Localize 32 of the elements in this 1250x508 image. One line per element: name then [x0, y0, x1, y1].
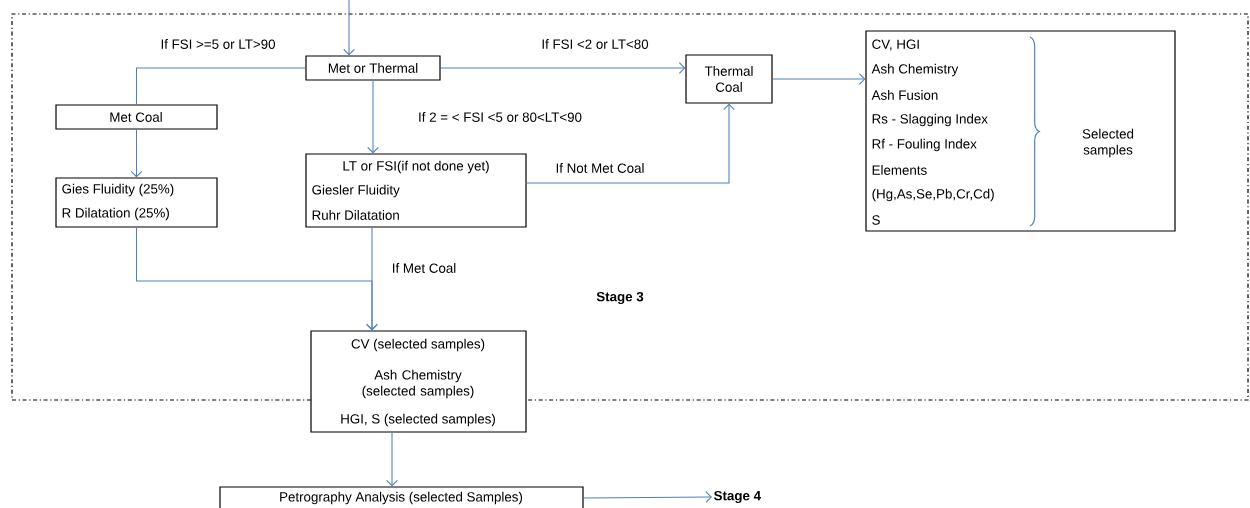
- node-label: (Hg,As,Se,Pb,Cr,Cd): [872, 188, 994, 202]
- node-label: Ash Chemistry: [871, 63, 959, 77]
- arrow: [367, 80, 379, 154]
- node-label: S: [872, 215, 880, 225]
- arrow: [386, 432, 398, 487]
- edge-label: If Met Coal: [390, 261, 458, 275]
- node-label: Rf - Fouling Index: [872, 138, 977, 152]
- process-box: Met or Thermal: [305, 55, 441, 81]
- edge-label: If FSI >=5 or LT>90: [159, 37, 277, 51]
- node-label: Elements: [872, 165, 927, 175]
- process-box: Gies Fluidity (25%) R Dilatation (25%): [55, 177, 218, 228]
- node-label: Rs - Slagging Index: [872, 113, 988, 127]
- node-label: Selected samples: [1082, 128, 1134, 158]
- arrow: [526, 103, 735, 184]
- node-label: CV, HGI: [872, 39, 919, 51]
- process-box: Thermal Coal: [685, 54, 773, 104]
- process-box: LT or FSI(if not done yet) Giesler Fluidity Ruhr Dilatation: [305, 153, 527, 228]
- edge-label: If Not Met Coal: [554, 161, 646, 175]
- node-label: Ash Fusion: [871, 90, 938, 100]
- arrow: [440, 62, 686, 74]
- process-box: Met Coal: [55, 104, 218, 130]
- edge-label: If 2 = < FSI <5 or 80<LT<90: [416, 110, 584, 124]
- arrow: [343, 0, 355, 56]
- process-box: CV, HGI Ash Chemistry Ash Fusion Rs - Slagging Index Rf - Fouling Index Elements (Hg,As,Se,Pb,Cr,Cd) S Selected samples: [865, 30, 1176, 232]
- arrow: [366, 227, 378, 331]
- process-box: CV (selected samples) Ash Chemistry (selected samples) HGI, S (selected samples): [310, 330, 527, 433]
- arrow: [583, 491, 712, 503]
- process-box: Petrography Analysis (selected Samples): [219, 486, 584, 508]
- edge-label: If FSI <2 or LT<80: [540, 37, 650, 51]
- arrow: [130, 129, 143, 178]
- arrow: [772, 73, 866, 85]
- stage-label: Stage 4: [714, 490, 761, 504]
